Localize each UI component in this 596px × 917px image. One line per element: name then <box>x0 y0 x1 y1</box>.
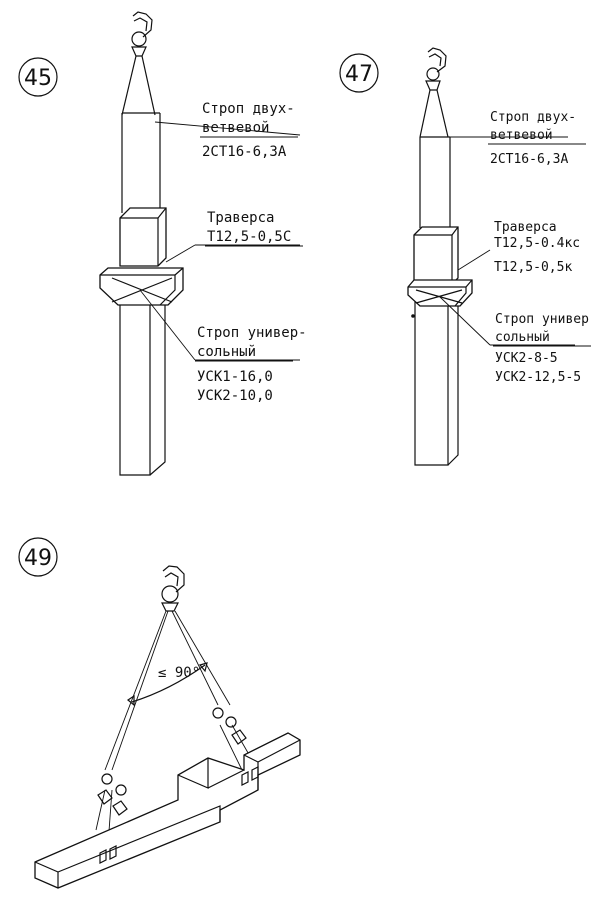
universal-line2: сольный <box>495 330 550 345</box>
traverse-code: Т12,5-0,5С <box>207 229 291 245</box>
figure-49: 49 <box>18 537 301 889</box>
universal-code1: УСК1-16,0 <box>197 369 273 385</box>
figure-49-number-badge: 49 <box>18 537 58 577</box>
figure-47-number: 47 <box>345 62 373 87</box>
sling-main-line2: ветвевой <box>490 128 553 143</box>
figure-45: 45 <box>18 11 307 476</box>
figure-47-number-badge: 47 <box>339 53 379 93</box>
two-branch-sling <box>121 55 301 136</box>
universal-line1: Строп универ- <box>197 325 307 341</box>
sling-branches <box>95 610 256 846</box>
sling-main-code: 2СТ16-6,3А <box>202 144 287 160</box>
sling-main-line1: Строп двух- <box>490 110 576 125</box>
traverse-block <box>119 207 300 267</box>
sling-main-code: 2СТ16-6,3А <box>490 152 568 167</box>
branch-hooks <box>97 707 247 816</box>
angle-label: ≤ 90° <box>158 665 200 681</box>
column-console <box>99 267 300 361</box>
figure-45-number: 45 <box>24 66 52 91</box>
sling-main-line1: Строп двух- <box>202 101 295 117</box>
universal-code2: УСК2-10,0 <box>197 388 273 404</box>
universal-code1: УСК2-8-5 <box>495 351 558 366</box>
crane-hook-icon <box>131 11 153 57</box>
two-branch-sling <box>419 89 568 138</box>
crane-hook-icon <box>161 565 185 612</box>
angle-indicator: ≤ 90° <box>126 662 208 707</box>
column-console <box>407 279 575 346</box>
cross-beam <box>34 732 301 889</box>
universal-code2: УСК2-12,5-5 <box>495 370 581 385</box>
sling-main-line2: ветвевой <box>202 120 269 136</box>
universal-line1: Строп универ <box>495 312 589 327</box>
traverse-code2: Т12,5-0,5к <box>494 260 572 275</box>
column <box>119 112 166 476</box>
traverse-title: Траверса <box>494 220 557 235</box>
figure-45-labels: Строп двух- ветвевой 2СТ16-6,3А Траверса… <box>197 101 307 404</box>
crane-hook-icon <box>425 47 447 91</box>
column <box>414 136 459 466</box>
figure-49-number: 49 <box>24 546 52 571</box>
traverse-title: Траверса <box>207 210 274 226</box>
traverse-block <box>413 226 491 285</box>
universal-line2: сольный <box>197 344 256 360</box>
traverse-code1: Т12,5-0.4кс <box>494 236 580 251</box>
figure-47: 47 <box>339 47 589 466</box>
figure-45-number-badge: 45 <box>18 57 58 97</box>
figure-47-labels: Строп двух- ветвевой 2СТ16-6,3А Траверса… <box>490 110 589 385</box>
